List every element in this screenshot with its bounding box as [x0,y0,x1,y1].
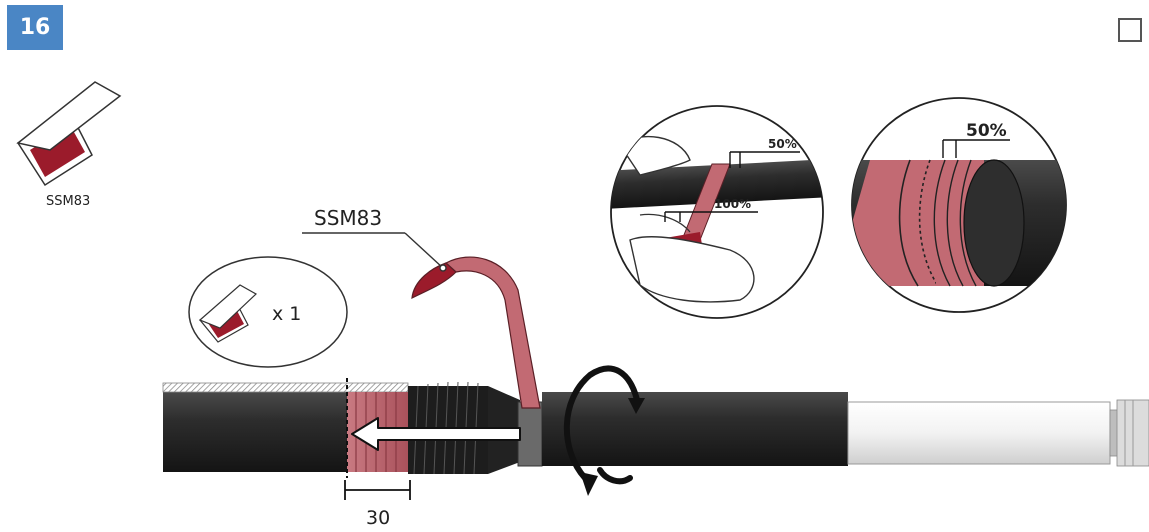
wrapped-label: 50% [966,121,1007,141]
tape-roll-icon [16,81,122,187]
dimension-value: 30 [366,507,390,529]
cable-assembly [162,381,1149,475]
kit-quantity: x 1 [272,303,301,325]
step-complete-checkbox[interactable] [1118,18,1142,42]
overlap-label-top: 50% [768,137,797,151]
tape-roll-small-icon [198,284,258,343]
connector-ring [517,401,543,467]
cable-jacket-left [163,392,348,472]
step-number-badge: 16 [7,5,63,50]
tape-strip [411,256,541,409]
rotation-arrow-icon [563,365,645,496]
detail-overlap-circle: 50% 100% [610,105,824,319]
callout-label: SSM83 [314,206,382,230]
kit-quantity-bubble: x 1 [188,256,348,368]
direction-arrow [351,417,521,451]
step-number: 16 [19,15,51,40]
cable-end-connector [1109,399,1149,467]
overlap-label-bottom: 100% [714,197,751,211]
white-insulation [847,401,1111,465]
cable-jacket-right [542,392,848,466]
material-code-label: SSM83 [46,194,90,209]
cable-shield-strip [162,382,409,393]
detail-wrapped-circle: 50% [851,97,1067,313]
dimension-bracket [344,480,411,500]
